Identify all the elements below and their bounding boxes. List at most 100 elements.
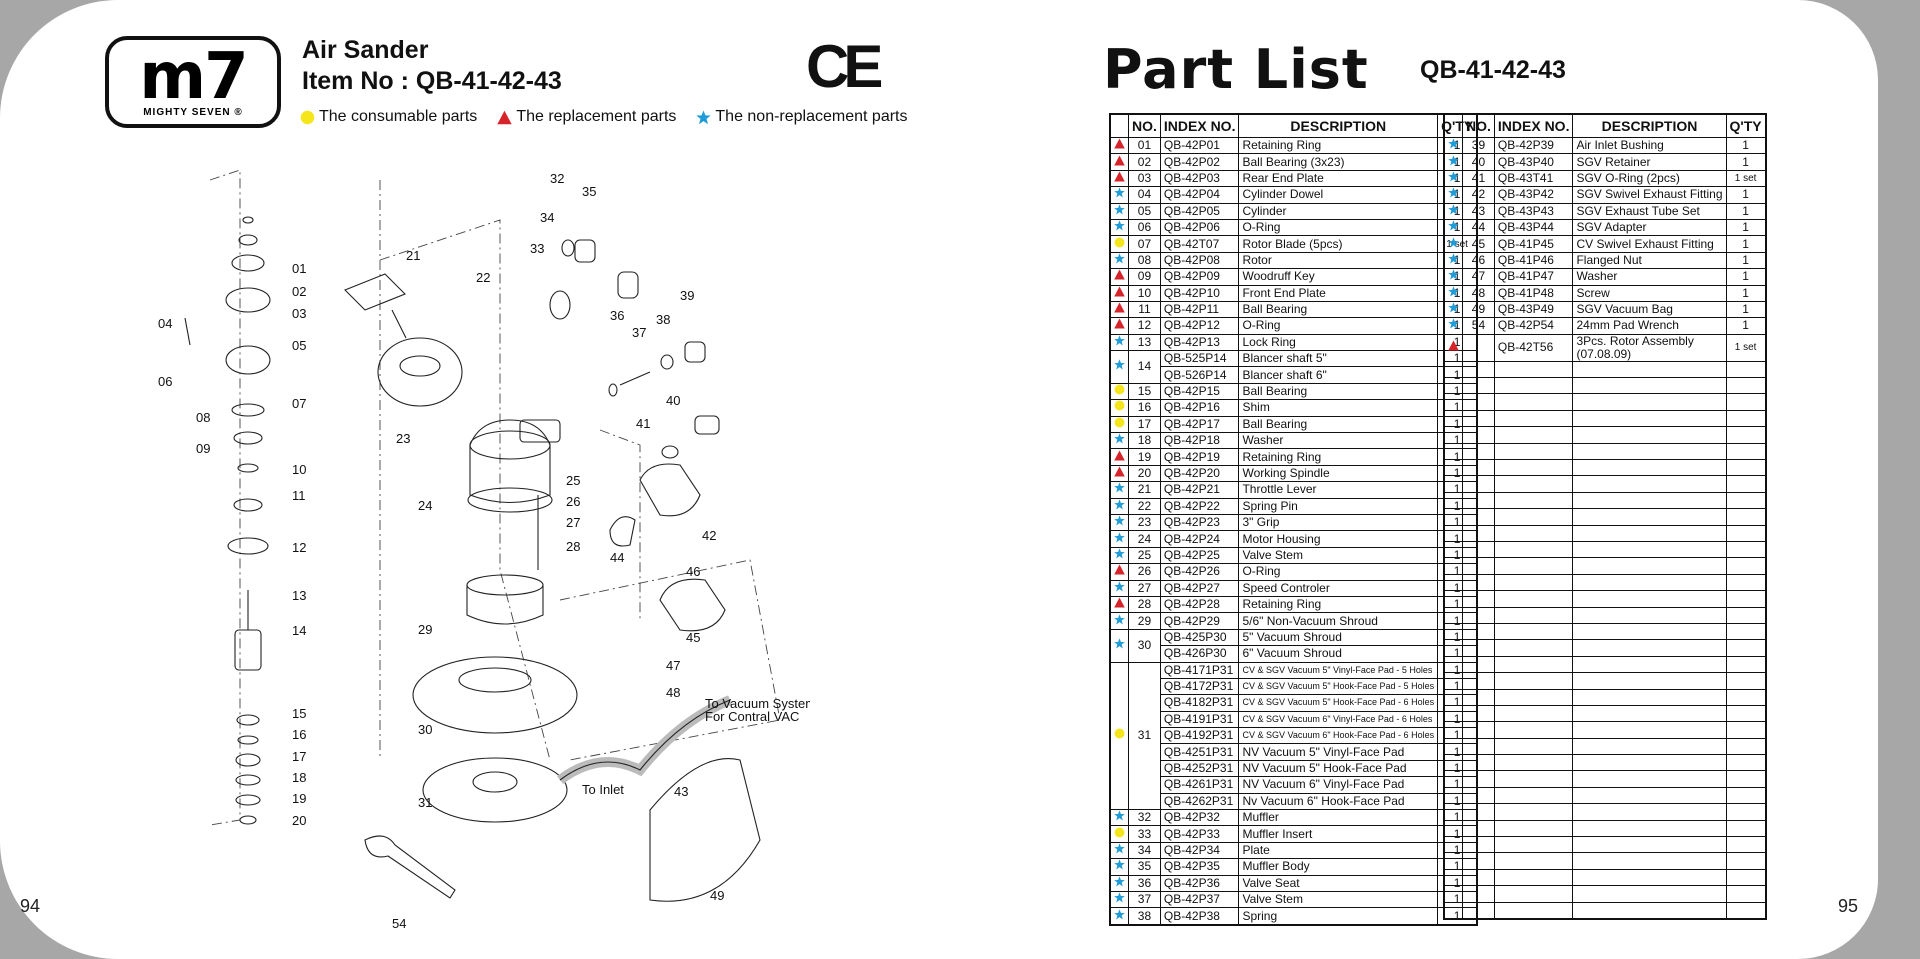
callout-label: 48 bbox=[666, 685, 680, 700]
part-outline bbox=[231, 403, 265, 417]
part-no: 35 bbox=[1128, 858, 1161, 876]
index-no: QB-42P28 bbox=[1159, 595, 1240, 614]
index-no: QB-42P04 bbox=[1159, 186, 1240, 204]
callout-label: 12 bbox=[292, 540, 306, 555]
shroud-outline bbox=[412, 656, 578, 734]
callout-label: 19 bbox=[292, 791, 306, 806]
replacement-triangle-icon bbox=[1109, 595, 1129, 614]
description: Screw bbox=[1572, 284, 1727, 302]
description: O-Ring bbox=[1238, 563, 1439, 581]
empty-row bbox=[1443, 639, 1767, 657]
callout-label: 46 bbox=[686, 564, 700, 579]
replacement-triangle-icon bbox=[1443, 333, 1463, 362]
description: Cylinder Dowel bbox=[1238, 186, 1439, 204]
empty-row bbox=[1443, 442, 1767, 461]
fitting-outline bbox=[639, 463, 701, 517]
part-outline bbox=[660, 354, 674, 370]
part-no: 33 bbox=[1128, 825, 1161, 843]
part-no: 22 bbox=[1128, 497, 1161, 515]
header-no: NO. bbox=[1462, 113, 1495, 138]
index-no: QB-42P36 bbox=[1159, 874, 1240, 892]
non-replacement-star-icon bbox=[1109, 350, 1129, 384]
replacement-triangle-icon bbox=[1109, 300, 1129, 319]
index-no: QB-41P47 bbox=[1493, 268, 1574, 286]
index-no: QB-42P16 bbox=[1159, 399, 1240, 417]
description: Ball Bearing (3x23) bbox=[1238, 153, 1439, 171]
callout-label: 11 bbox=[292, 488, 306, 503]
motor-housing-outline bbox=[469, 419, 551, 504]
index-no: QB-42P35 bbox=[1159, 858, 1240, 876]
quantity: 1 bbox=[1725, 136, 1767, 155]
index-no: QB-4252P31 bbox=[1159, 759, 1240, 778]
non-replacement-star-icon bbox=[1443, 300, 1463, 319]
index-no: QB-42P17 bbox=[1159, 415, 1240, 434]
empty-row bbox=[1443, 836, 1767, 854]
part-no: 11 bbox=[1128, 300, 1161, 319]
index-no: QB-42P09 bbox=[1159, 268, 1240, 286]
description: SGV O-Ring (2pcs) bbox=[1572, 169, 1727, 188]
guide-line bbox=[379, 219, 551, 761]
part-no: 19 bbox=[1128, 448, 1161, 466]
description: Throttle Lever bbox=[1238, 481, 1439, 499]
legend-label: The non-replacement parts bbox=[715, 108, 908, 125]
description: 24mm Pad Wrench bbox=[1572, 317, 1727, 335]
part-no: 01 bbox=[1128, 136, 1161, 155]
non-replacement-star-icon bbox=[1443, 136, 1463, 155]
part-no: 41 bbox=[1462, 169, 1495, 188]
part-no: 34 bbox=[1128, 841, 1161, 860]
non-replacement-star-icon bbox=[1109, 809, 1129, 827]
part-no: 28 bbox=[1128, 595, 1161, 614]
replacement-triangle-icon bbox=[1109, 448, 1129, 466]
callout-label: 05 bbox=[292, 338, 306, 353]
index-no: QB-42P19 bbox=[1159, 448, 1240, 466]
non-replacement-star-icon bbox=[1443, 153, 1463, 171]
description: Muffler Body bbox=[1238, 858, 1439, 876]
index-no: QB-42P37 bbox=[1159, 890, 1240, 909]
description: Blancer shaft 6" bbox=[1238, 366, 1439, 384]
index-no: QB-42P32 bbox=[1159, 809, 1240, 827]
description: Ball Bearing bbox=[1238, 300, 1439, 319]
wrench-outline bbox=[364, 835, 456, 899]
empty-row bbox=[1443, 573, 1767, 592]
part-outline bbox=[235, 794, 261, 806]
shroud-outline bbox=[466, 574, 544, 596]
part-no: 47 bbox=[1462, 268, 1495, 286]
callout-label: 44 bbox=[610, 550, 624, 565]
index-no: QB-4192P31 bbox=[1159, 727, 1240, 745]
description: Speed Controler bbox=[1238, 579, 1439, 597]
callout-label: 35 bbox=[582, 184, 596, 199]
part-outline bbox=[239, 815, 257, 825]
header-index: INDEX NO. bbox=[1493, 113, 1574, 138]
callout-label: 30 bbox=[418, 722, 432, 737]
description: CV & SGV Vacuum 6" Hook-Face Pad - 6 Hol… bbox=[1238, 727, 1439, 745]
non-replacement-star-icon bbox=[1109, 432, 1129, 450]
replacement-triangle-icon bbox=[1109, 317, 1129, 335]
description: Washer bbox=[1572, 268, 1727, 286]
description: Washer bbox=[1238, 432, 1439, 450]
replacement-triangle-icon bbox=[1109, 563, 1129, 581]
description: CV & SGV Vacuum 6" Vinyl-Face Pad - 6 Ho… bbox=[1238, 710, 1439, 729]
part-no: 31 bbox=[1128, 661, 1161, 811]
index-no: QB-426P30 bbox=[1159, 645, 1240, 663]
guide-line bbox=[599, 429, 641, 620]
callout-label: 04 bbox=[158, 316, 172, 331]
callout-label: 09 bbox=[196, 441, 210, 456]
part-outline bbox=[231, 254, 265, 272]
description: Spring Pin bbox=[1238, 497, 1439, 515]
product-item-no: Item No : QB-41-42-43 bbox=[302, 67, 562, 95]
note-vacuum-system: For Contral VAC bbox=[705, 709, 799, 724]
part-no: 29 bbox=[1128, 612, 1161, 630]
part-outline bbox=[472, 771, 518, 793]
non-replacement-star-icon bbox=[1109, 858, 1129, 876]
